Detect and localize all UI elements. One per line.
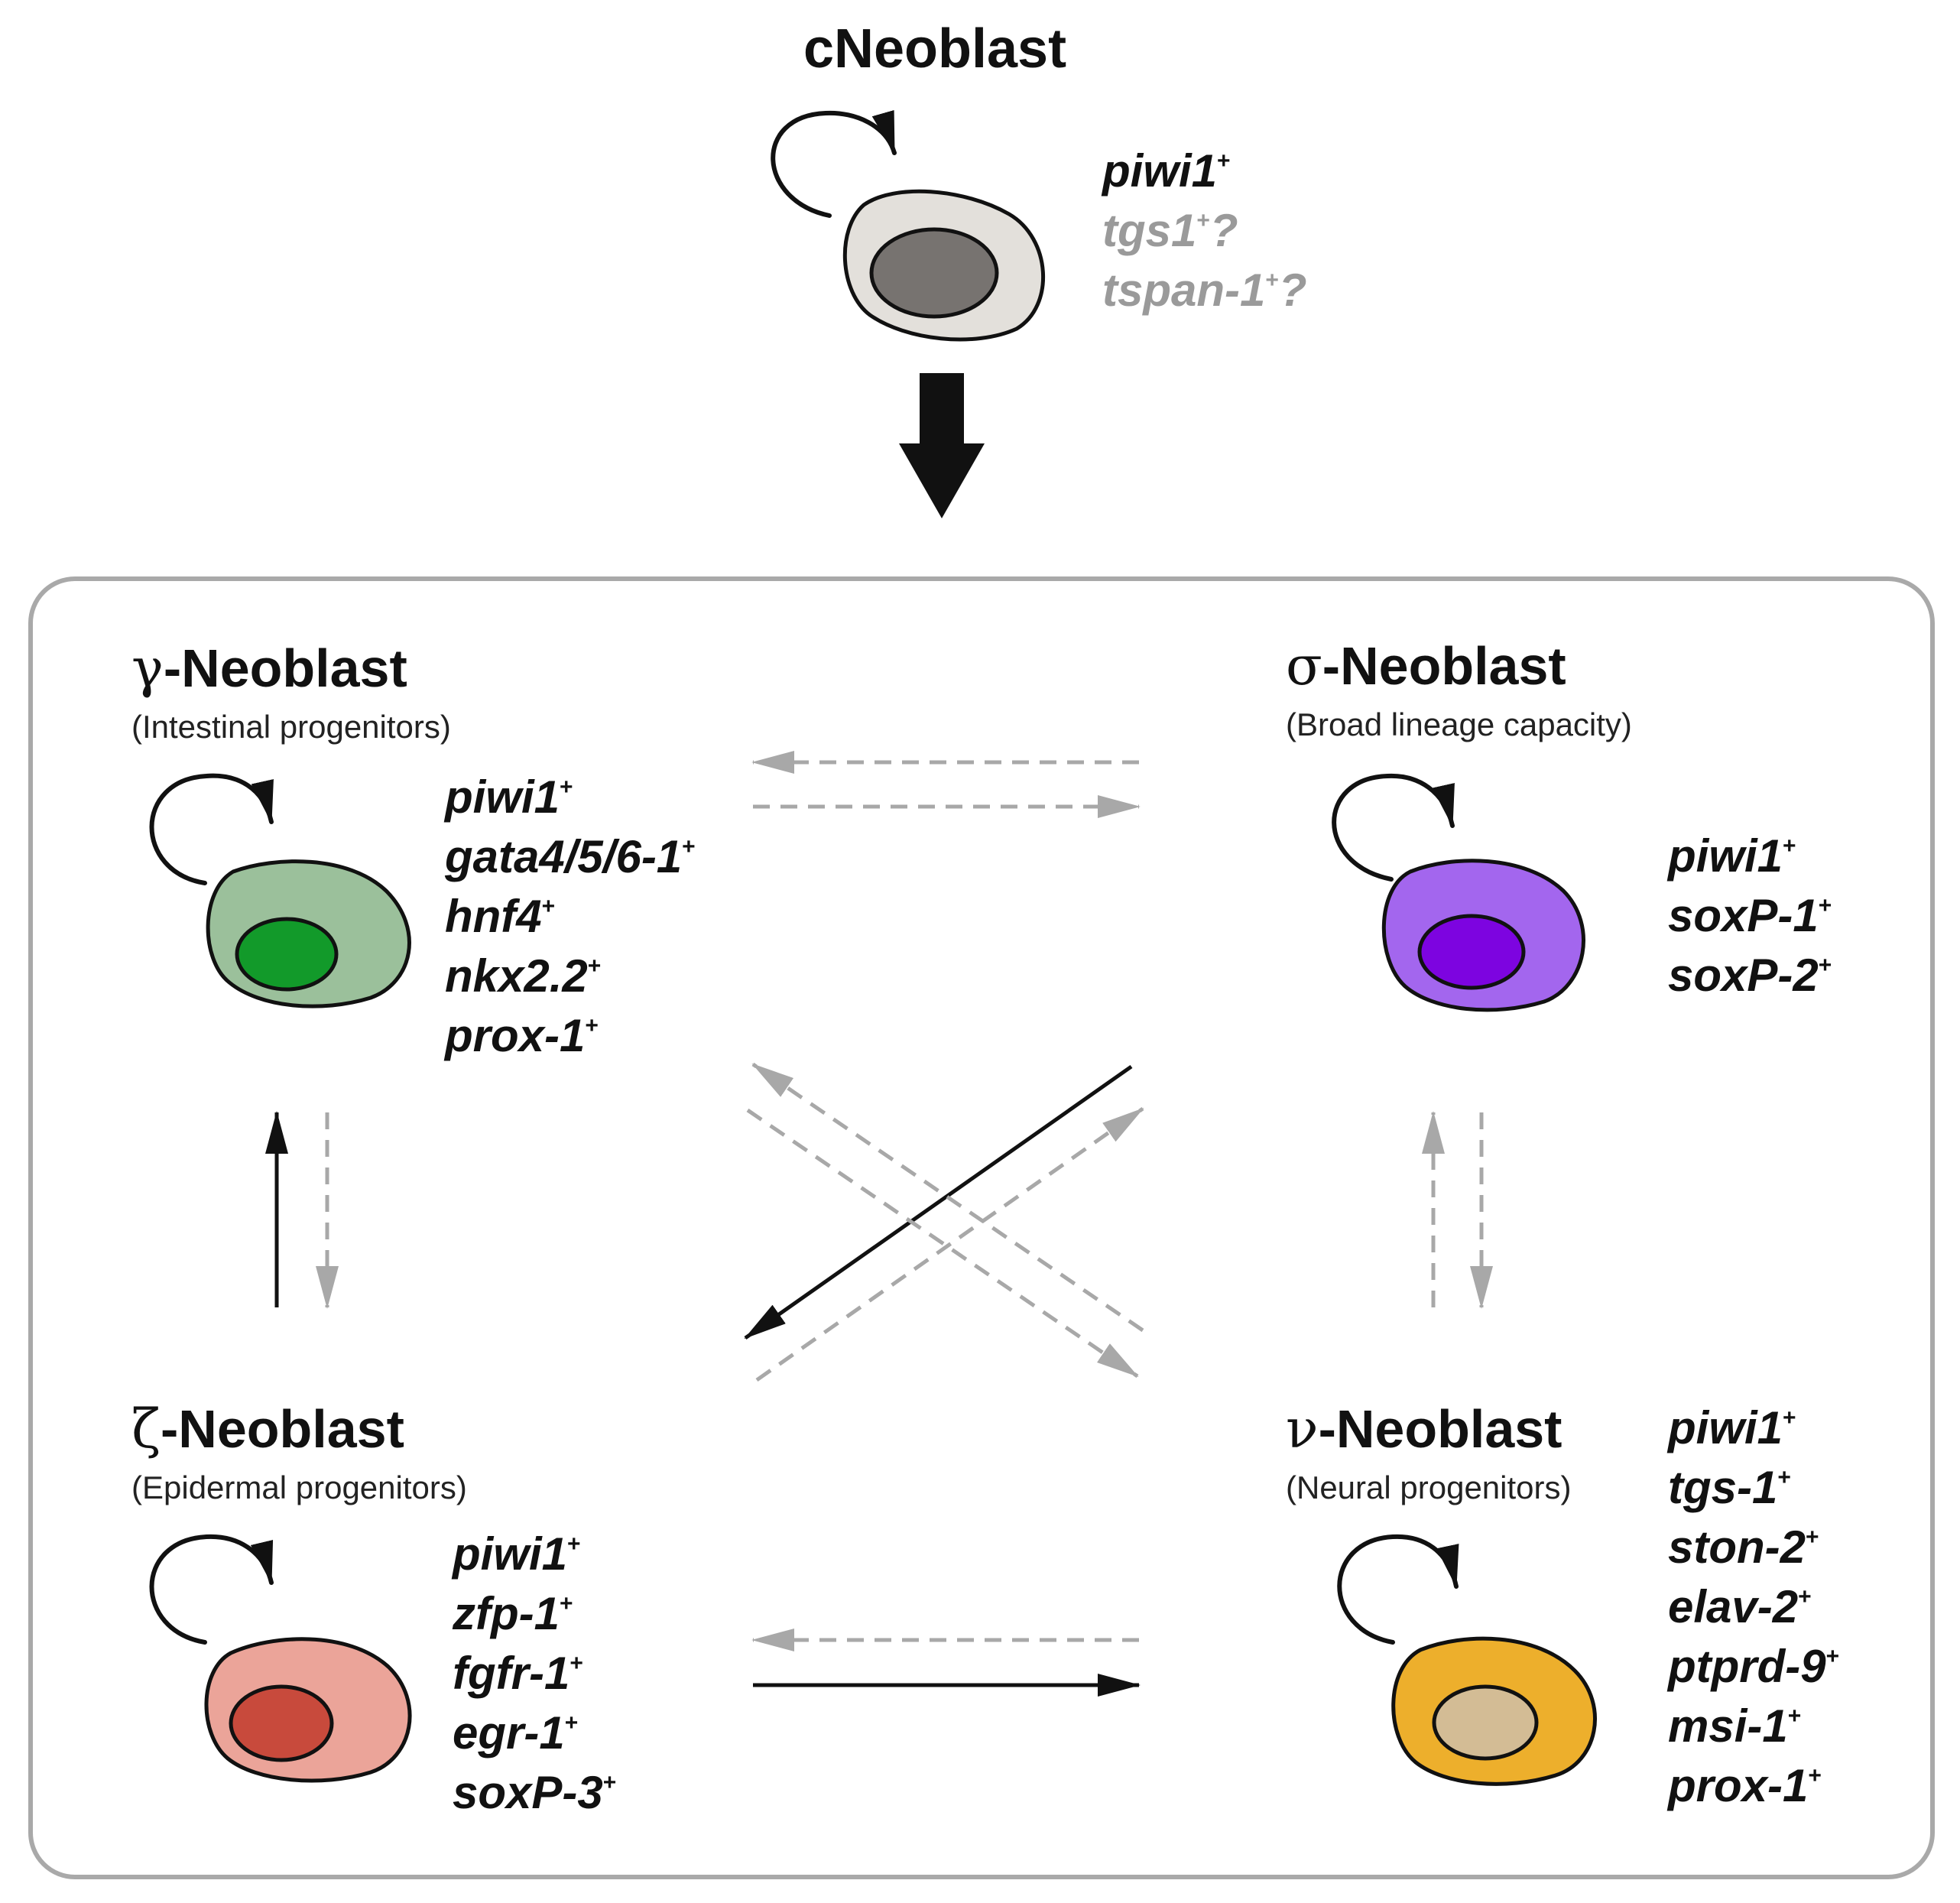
sigma-marker-1: piwi1+ (1666, 830, 1796, 882)
sigma-nucleus (1417, 914, 1526, 990)
zeta-marker-1: piwi1+ (451, 1528, 581, 1580)
cneoblast-title: cNeoblast (803, 18, 1066, 80)
gamma-marker-4: nkx2.2+ (445, 950, 601, 1002)
gamma-marker-3: hnf4+ (445, 891, 555, 942)
sigma-marker-2: soxP-1+ (1668, 890, 1832, 941)
nu-marker-3: ston-2+ (1668, 1521, 1819, 1573)
neoblast-group-frame (28, 576, 1935, 1879)
zeta-marker-4: egr-1+ (453, 1707, 578, 1758)
cneoblast-marker-3: tspan-1+? (1102, 265, 1307, 316)
cneoblast-self-renewal-arrow (771, 109, 897, 218)
cneoblast-marker-2: tgs1+? (1102, 205, 1238, 256)
zeta-cell-icon (204, 1637, 412, 1783)
nu-marker-4: elav-2+ (1668, 1581, 1812, 1632)
sigma-neoblast-subtitle: (Broad lineage capacity) (1286, 706, 1632, 742)
differentiation-down-arrow (899, 373, 985, 518)
arrow-gamma-to-nu (746, 1108, 1139, 1379)
sigma-self-renewal-arrow (1332, 773, 1455, 882)
zeta-marker-3: fgfr-1+ (453, 1648, 583, 1699)
zeta-neoblast-subtitle: (Epidermal progenitors) (131, 1469, 467, 1505)
nu-marker-5: ptprd-9+ (1666, 1641, 1839, 1692)
nu-neoblast-subtitle: (Neural progenitors) (1286, 1469, 1572, 1505)
gamma-cell-icon (206, 859, 411, 1008)
zeta-self-renewal-arrow (149, 1534, 274, 1645)
zeta-marker-2: zfp-1+ (452, 1588, 573, 1639)
gamma-marker-5: prox-1+ (443, 1010, 599, 1061)
nu-marker-7: prox-1+ (1666, 1760, 1822, 1811)
sigma-marker-3: soxP-2+ (1668, 950, 1832, 1001)
nu-marker-2: tgs-1+ (1668, 1462, 1791, 1513)
cneoblast-nucleus (869, 227, 999, 319)
nu-neoblast-title: ν-Neoblast (1286, 1398, 1562, 1460)
cneoblast-marker-1: piwi1+ (1101, 145, 1231, 196)
gamma-marker-1: piwi1+ (443, 771, 573, 823)
gamma-neoblast-subtitle: (Intestinal progenitors) (131, 709, 451, 745)
zeta-marker-5: soxP-3+ (453, 1767, 616, 1818)
nu-marker-6: msi-1+ (1668, 1700, 1801, 1752)
gamma-marker-2: gata4/5/6-1+ (444, 831, 696, 882)
nu-marker-1: piwi1+ (1666, 1402, 1796, 1453)
arrow-zeta-to-sigma (755, 1106, 1144, 1382)
sigma-neoblast-title: σ-Neoblast (1286, 635, 1566, 697)
gamma-nucleus (235, 917, 339, 992)
nu-self-renewal-arrow (1337, 1534, 1459, 1645)
zeta-neoblast-title: ζ-Neoblast (131, 1398, 404, 1460)
gamma-neoblast-title: γ-Neoblast (131, 637, 407, 700)
zeta-nucleus (229, 1684, 334, 1762)
gamma-self-renewal-arrow (149, 773, 274, 885)
nu-cell-icon (1391, 1636, 1597, 1786)
arrow-sigma-to-zeta (744, 1064, 1133, 1340)
cneoblast-cell-icon (842, 189, 1046, 342)
nu-nucleus (1432, 1684, 1539, 1761)
arrow-nu-to-gamma (751, 1062, 1144, 1333)
sigma-cell-icon (1381, 859, 1585, 1012)
